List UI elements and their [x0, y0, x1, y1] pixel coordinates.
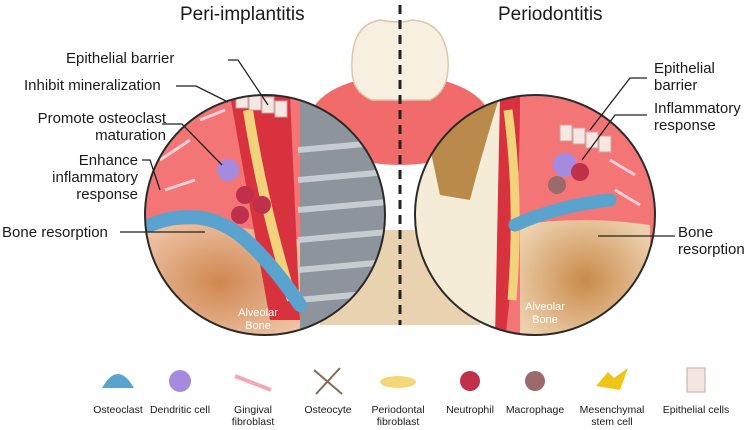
promote-line-1: Promote osteoclast — [37, 110, 166, 127]
right-inflammatory-response-label: Inflammatory response — [654, 100, 741, 134]
legend-label-line: Dendritic cell — [149, 404, 211, 416]
left-bone-resorption-label: Bone resorption — [2, 224, 108, 241]
legend-label-line: fibroblast — [231, 416, 275, 428]
promote-line-2: maturation — [95, 127, 166, 144]
legend-label-line: Macrophage — [505, 404, 565, 416]
legend-item-label: Macrophage — [506, 404, 564, 416]
left-alveolar-bone-label-2: Bone — [245, 320, 271, 332]
legend-label-line: Osteoclast — [93, 404, 143, 416]
legend-label-line: fibroblast — [376, 416, 420, 428]
right-bone-resorption-label: Bone resorption — [678, 224, 745, 258]
left-alveolar-bone-label: Alveolar — [238, 307, 278, 319]
left-title: Peri-implantitis — [180, 4, 305, 25]
right-epi-line-1: Epithelial — [654, 60, 715, 77]
legend-label-line: Neutrophil — [446, 404, 494, 416]
legend-item-label: Dendritic cell — [150, 404, 210, 416]
dendritic-cell-icon — [169, 370, 191, 392]
left-promote-osteoclast-label: Promote osteoclast maturation — [18, 110, 166, 144]
right-title: Periodontitis — [498, 4, 603, 25]
enhance-line-2: inflammatory — [52, 169, 138, 186]
periodontal-fibroblast-icon — [380, 376, 416, 388]
crown — [351, 19, 449, 101]
right-alveolar-bone-label: Alveolar — [525, 301, 565, 313]
legend-item-label: Epithelial cells — [663, 404, 730, 416]
mesenchymal-stem-cell-icon — [596, 368, 628, 390]
legend-label-line: Epithelial cells — [662, 404, 730, 416]
enhance-line-3: response — [76, 186, 138, 203]
right-bone-line-1: Bone — [678, 224, 714, 241]
right-infl-line-1: Inflammatory — [654, 100, 741, 117]
right-bone-line-2: resorption — [678, 241, 745, 258]
right-alveolar-bone-label-2: Bone — [532, 314, 558, 326]
left-epithelial-barrier-label: Epithelial barrier — [66, 50, 175, 67]
enhance-line-1: Enhance — [78, 152, 138, 169]
gingival-fibroblast-icon — [234, 374, 272, 392]
right-epi-line-2: barrier — [654, 77, 698, 94]
legend-label-line: Mesenchymal — [579, 404, 645, 416]
macrophage-icon — [525, 371, 545, 391]
right-epithelial-barrier-label: Epithelial barrier — [654, 60, 715, 94]
legend-label-line: Periodontal — [371, 404, 425, 416]
legend-item-label: Osteoclast — [93, 404, 143, 416]
legend-label-line: stem cell — [591, 416, 633, 428]
left-enhance-inflammatory-label: Enhance inflammatory response — [12, 152, 138, 203]
osteocyte-icon — [313, 367, 343, 395]
osteoclast-icon — [102, 374, 134, 388]
neutrophil-icon — [460, 371, 480, 391]
right-infl-line-2: response — [654, 117, 716, 134]
left-inhibit-mineralization-label: Inhibit mineralization — [24, 77, 161, 94]
legend-label-line: Osteocyte — [304, 404, 352, 416]
legend-item-label: Osteocyte — [304, 404, 351, 416]
legend-label-line: Gingival — [234, 404, 272, 416]
epithelial-cells-icon — [686, 367, 706, 393]
legend-item-label: Neutrophil — [446, 404, 494, 416]
